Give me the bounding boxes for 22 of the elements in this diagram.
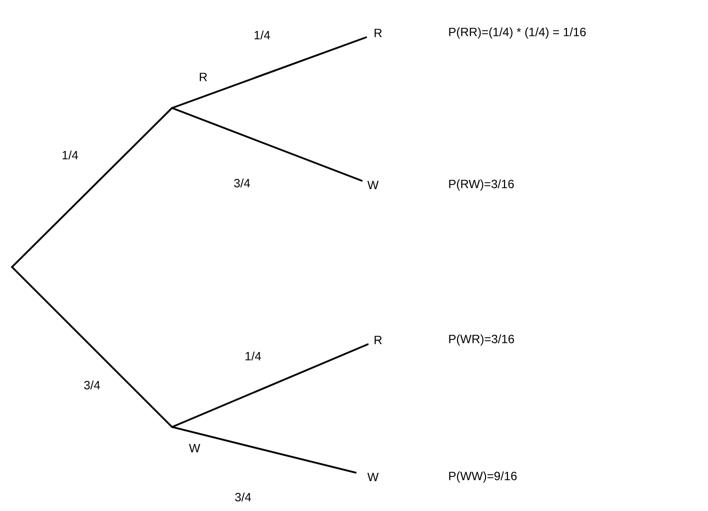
probability-text: P(WW)=9/16 xyxy=(449,471,517,483)
branch-line xyxy=(171,426,357,474)
edge-label: 3/4 xyxy=(234,178,250,188)
branch-label: R xyxy=(200,72,207,82)
branch-line xyxy=(171,343,369,428)
outcome-label: W xyxy=(367,180,379,190)
probability-text: P(RR)=(1/4) * (1/4) = 1/16 xyxy=(449,27,586,39)
edge-label: 3/4 xyxy=(84,380,100,390)
branch-label: W xyxy=(189,444,200,452)
edge-label: 1/4 xyxy=(246,352,261,360)
outcome-label: R xyxy=(374,336,382,344)
branch-line xyxy=(171,107,363,182)
outcome-label: W xyxy=(367,472,379,482)
outcome-label: R xyxy=(374,28,382,38)
edge-label: 1/4 xyxy=(62,150,78,160)
probability-text: P(RW)=3/16 xyxy=(449,179,514,191)
branch-line xyxy=(11,266,173,428)
edge-label: 1/4 xyxy=(254,30,270,40)
edge-label: 3/4 xyxy=(235,492,251,502)
branch-line xyxy=(171,36,368,109)
branch-line xyxy=(11,107,173,268)
probability-text: P(WR)=3/16 xyxy=(449,334,514,346)
